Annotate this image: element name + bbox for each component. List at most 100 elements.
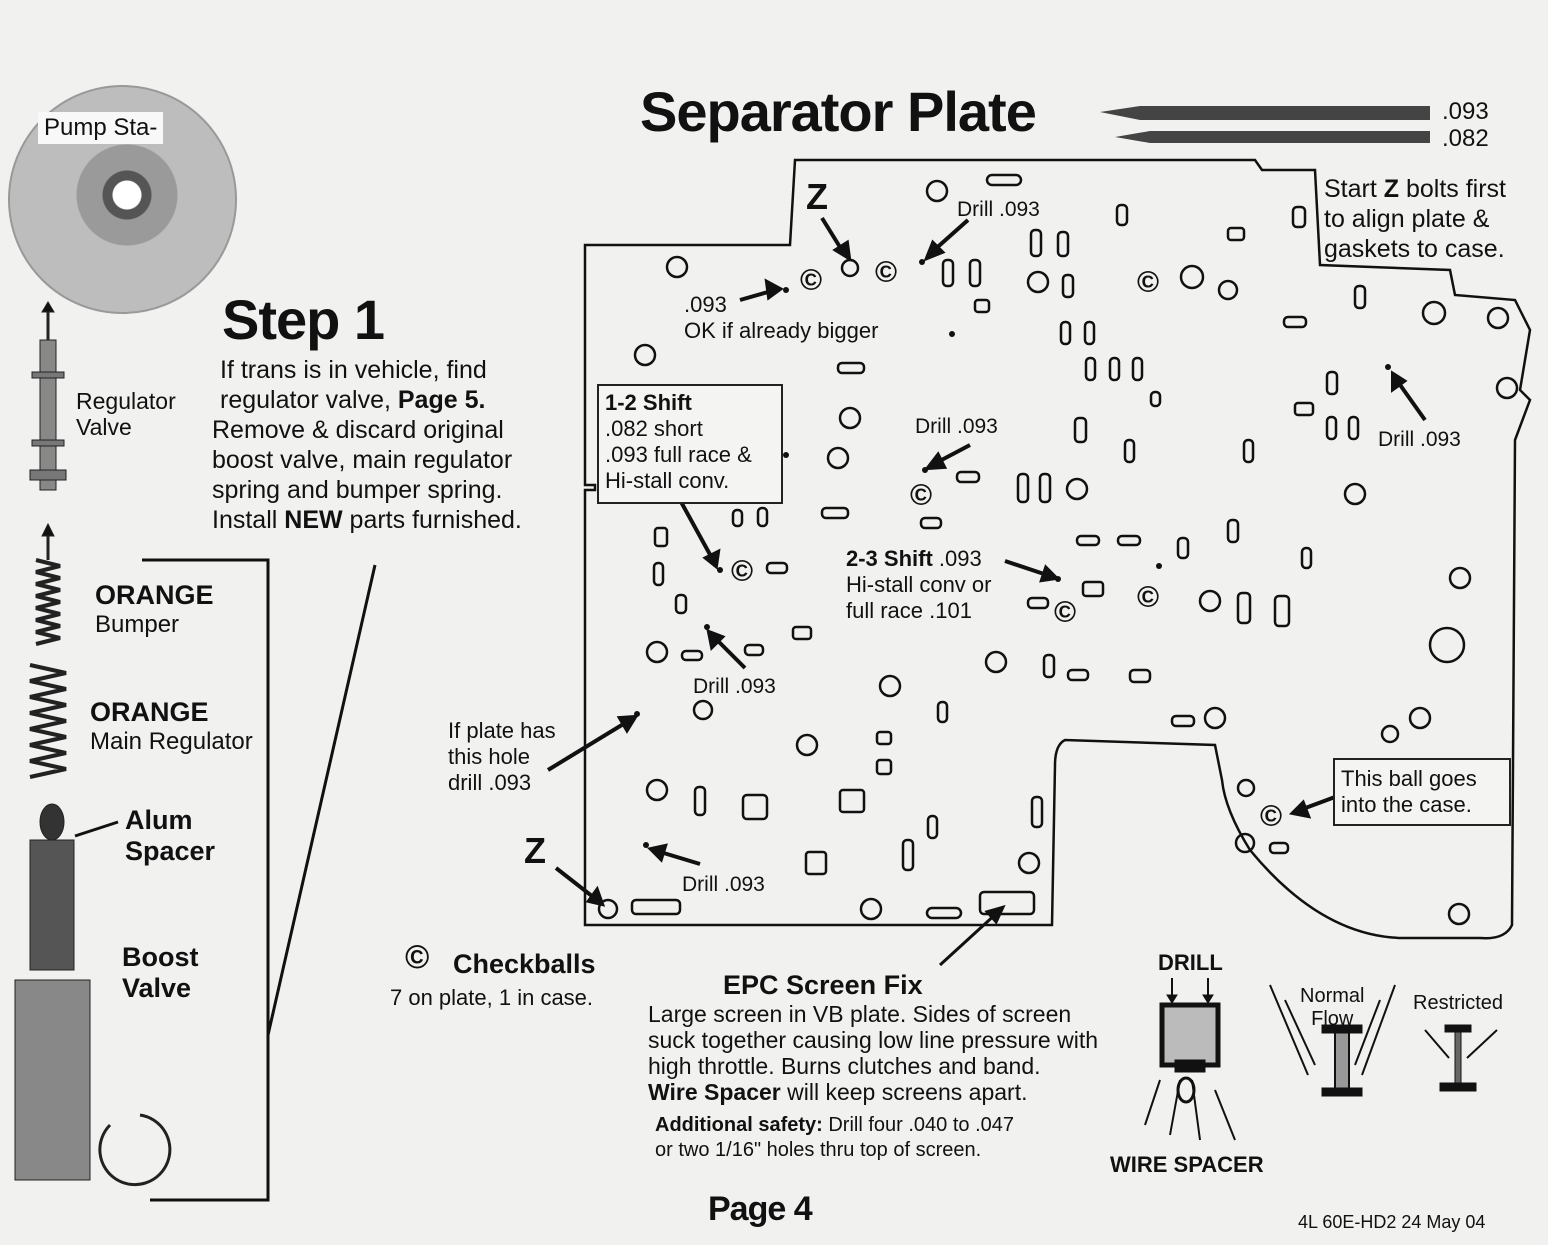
step1-line: spring and bumper spring. [212, 476, 503, 504]
svg-text:©: © [800, 264, 822, 297]
ok-bigger-size: .093 [684, 292, 727, 317]
shift-12-title: 1-2 Shift [605, 390, 692, 415]
svg-text:©: © [1137, 266, 1159, 299]
main-regulator-color: ORANGE [90, 697, 209, 727]
step1-line: If trans is in vehicle, find [220, 356, 487, 384]
epc-line: Large screen in VB plate. Sides of scree… [648, 1001, 1072, 1027]
plate-holes [597, 173, 1519, 926]
epc-line: high throttle. Burns clutches and band. [648, 1053, 1041, 1079]
note-line: this hole [448, 744, 530, 769]
pump-label: Pump Sta- [38, 112, 164, 144]
normal-flow-label: Normal Flow [1300, 985, 1364, 1031]
additional-safety-note: Additional safety: Drill four .040 to .0… [655, 1113, 1014, 1163]
safety-emphasis: Additional safety: [655, 1114, 823, 1136]
note-line: .082 short [605, 416, 703, 441]
shift-23-note: 2-3 Shift .093 Hi-stall conv or full rac… [846, 546, 991, 624]
svg-text:©: © [1054, 596, 1076, 629]
label-line: Normal [1300, 985, 1365, 1007]
step1-line: regulator valve, Page 5. [212, 385, 522, 415]
epc-title: EPC Screen Fix [723, 970, 923, 1000]
checkballs-title: Checkballs [453, 949, 596, 979]
step1-line: boost valve, main regulator [212, 446, 513, 474]
z-emphasis: Z [1383, 175, 1400, 203]
separator-plate-outline [583, 158, 1532, 940]
svg-text:©: © [731, 555, 753, 588]
start-z-bolts-note: Start Z bolts first to align plate & gas… [1324, 174, 1506, 264]
note-line: This ball goes [1341, 766, 1477, 791]
page-title: Separator Plate [640, 80, 1037, 143]
epc-line: suck together causing low line pressure … [648, 1027, 1099, 1053]
page-number: Page 4 [708, 1190, 813, 1228]
drill-callout-bottom: Drill .093 [682, 873, 765, 896]
wire-spacer-label: WIRE SPACER [1110, 1152, 1264, 1177]
boost-line: Boost [122, 942, 199, 972]
page5-ref: Page 5. [397, 386, 486, 414]
epc-line: Wire Spacer will keep screens apart. [648, 1079, 1098, 1105]
step1-text: Install [212, 506, 285, 534]
drill-size-082: .082 [1442, 125, 1489, 152]
note-line: to align plate & [1324, 205, 1490, 233]
spacer-line: Spacer [125, 836, 216, 867]
valve-parts [14, 301, 172, 1187]
z-bolt-label-bottom: Z [524, 830, 546, 871]
regulator-label-line: Regulator [76, 388, 176, 414]
restricted-label: Restricted [1413, 992, 1504, 1014]
note-text: bolts first [1399, 175, 1507, 203]
z-bolt-label-top: Z [806, 176, 828, 217]
note-line: into the case. [1341, 792, 1472, 817]
checkball-symbols: © © © © © © © © [731, 256, 1282, 833]
note-line: If plate has [448, 718, 556, 743]
drill-size-093: .093 [1442, 98, 1489, 125]
note-text: Start [1324, 175, 1384, 203]
screen-diagram [1144, 978, 1498, 1141]
drill-label: DRILL [1158, 950, 1223, 975]
safety-text: Drill four .040 to .047 [822, 1114, 1015, 1136]
ball-in-case-box: This ball goes into the case. [1333, 758, 1511, 826]
drill-callout-right: Drill .093 [1378, 428, 1461, 451]
checkballs-note: 7 on plate, 1 in case. [390, 985, 594, 1010]
note-line: gaskets to case. [1324, 235, 1505, 263]
shift-23-heading: 2-3 Shift .093 [846, 546, 991, 572]
drill-callout-top: Drill .093 [957, 198, 1040, 221]
drill-bit-icons [1100, 106, 1430, 143]
note-line: drill .093 [448, 770, 532, 795]
shift-12-box: 1-2 Shift .082 short .093 full race & Hi… [597, 384, 783, 504]
svg-text:©: © [1260, 800, 1282, 833]
bumper-name: Bumper [95, 611, 180, 639]
callout-arrows [546, 216, 1427, 967]
svg-text:©: © [1137, 581, 1159, 614]
note-line: Hi-stall conv. [605, 468, 730, 493]
document-id: 4L 60E-HD2 24 May 04 [1298, 1212, 1486, 1232]
valve-line: Valve [122, 973, 192, 1004]
main-regulator-name: Main Regulator [90, 728, 253, 756]
step1-text: parts furnished. [342, 506, 522, 534]
shift-23-size: .093 [932, 546, 982, 571]
step1-line: Install NEW parts furnished. [212, 505, 522, 535]
step1-heading: Step 1 [222, 288, 385, 351]
note-line: .093 full race & [605, 442, 752, 467]
ok-bigger-note: OK if already bigger [684, 318, 879, 343]
safety-line: Additional safety: Drill four .040 to .0… [655, 1113, 1014, 1138]
if-plate-has-hole-note: If plate has this hole drill .093 [448, 718, 556, 796]
valve-label-line: Valve [76, 414, 132, 441]
step1-line: Remove & discard original [212, 416, 504, 444]
svg-text:©: © [875, 256, 897, 289]
step1-instructions: If trans is in vehicle, find regulator v… [212, 355, 522, 535]
epc-text: will keep screens apart. [780, 1079, 1028, 1105]
svg-text:©: © [910, 479, 932, 512]
drill-dots [634, 259, 1391, 848]
bracket-lines [74, 558, 377, 1202]
wire-spacer-emphasis: Wire Spacer [648, 1079, 781, 1105]
step1-text: regulator valve, [220, 386, 398, 414]
drill-callout-mid-left: Drill .093 [693, 675, 776, 698]
new-emphasis: NEW [284, 506, 343, 534]
bumper-color: ORANGE [95, 580, 214, 610]
epc-description: Large screen in VB plate. Sides of scree… [648, 1001, 1098, 1105]
drill-callout-center: Drill .093 [915, 415, 998, 438]
alum-line: Alum [125, 805, 193, 835]
label-line: Flow [1311, 1008, 1354, 1030]
note-line: full race .101 [846, 598, 972, 623]
